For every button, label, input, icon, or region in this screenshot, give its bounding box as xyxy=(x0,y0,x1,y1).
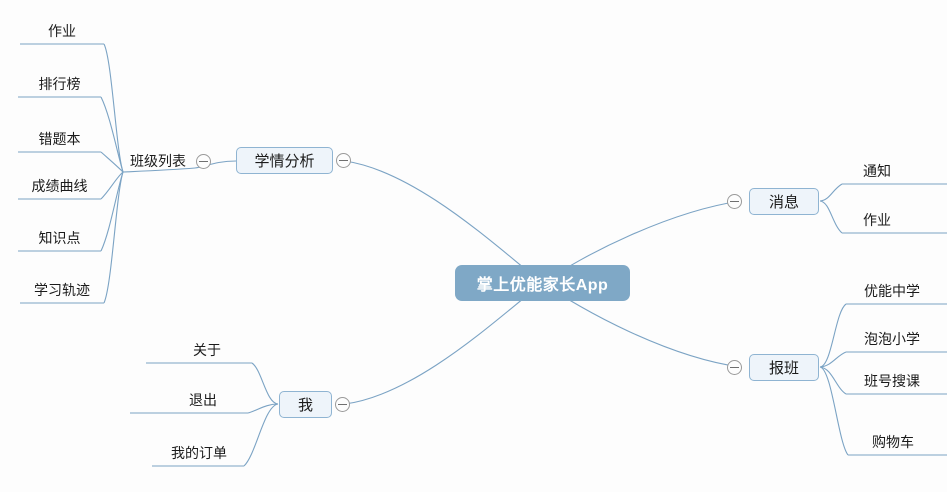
node-baoban[interactable]: 报班 xyxy=(749,354,819,381)
wire-wo-to-dingdan xyxy=(243,403,279,467)
wire-wo-to-tuichu xyxy=(247,403,279,414)
leaf-wode-dingdan[interactable]: 我的订单 xyxy=(171,445,227,461)
leaf-tongzhi[interactable]: 通知 xyxy=(863,163,891,179)
collapse-minus-icon-wo[interactable] xyxy=(335,397,350,412)
wire-classlist-to-chengji xyxy=(100,171,124,200)
wire-baoban-to-paopao xyxy=(819,351,847,368)
collapse-minus-icon-banji-liebiao[interactable] xyxy=(196,154,211,169)
wire-root-to-wo xyxy=(344,282,544,405)
wire-wo-to-guanyu xyxy=(251,362,279,405)
wire-classlist-to-guiji xyxy=(103,171,124,304)
leaf-paihangbang[interactable]: 排行榜 xyxy=(38,76,81,92)
leaf-youneng-zhongxue[interactable]: 优能中学 xyxy=(864,283,920,299)
leaf-xuexi-guiji[interactable]: 学习轨迹 xyxy=(34,282,90,298)
wire-classlist-to-zuoye xyxy=(103,43,124,173)
wire-classlist-to-paihang xyxy=(100,96,124,173)
wire-xiaoxi-to-zuoye xyxy=(819,200,843,234)
leaf-chengji-quxian[interactable]: 成绩曲线 xyxy=(31,178,88,194)
leaf-gouwuche[interactable]: 购物车 xyxy=(872,434,914,450)
leaf-cuotiben[interactable]: 错题本 xyxy=(38,131,81,147)
node-wo[interactable]: 我 xyxy=(279,391,332,418)
leaf-banhao-souke[interactable]: 班号搜课 xyxy=(864,373,920,389)
leaf-guanyu[interactable]: 关于 xyxy=(193,342,221,358)
leaf-zuoye[interactable]: 作业 xyxy=(48,23,76,39)
node-banji-liebiao[interactable]: 班级列表 xyxy=(130,153,186,169)
wire-classlist-to-zhishi xyxy=(100,171,124,252)
wire-baoban-to-banhao xyxy=(819,366,847,395)
leaf-tuichu[interactable]: 退出 xyxy=(189,392,217,408)
wire-baoban-to-gouwu xyxy=(819,366,849,456)
collapse-minus-icon-xiaoxi[interactable] xyxy=(727,194,742,209)
node-xueqing-fenxi[interactable]: 学情分析 xyxy=(236,147,333,174)
node-xiaoxi[interactable]: 消息 xyxy=(749,188,819,215)
leaf-zhishidian[interactable]: 知识点 xyxy=(38,230,81,246)
wire-baoban-to-youneng xyxy=(819,303,847,368)
leaf-xiaoxi-zuoye[interactable]: 作业 xyxy=(863,212,891,228)
collapse-minus-icon-xueqing[interactable] xyxy=(336,153,351,168)
wire-classlist-to-cuoti xyxy=(100,151,124,173)
root-node[interactable]: 掌上优能家长App xyxy=(455,265,630,301)
collapse-minus-icon-baoban[interactable] xyxy=(727,360,742,375)
wire-xiaoxi-to-tongzhi xyxy=(819,183,843,202)
leaf-paopao-xiaoxue[interactable]: 泡泡小学 xyxy=(864,331,920,347)
